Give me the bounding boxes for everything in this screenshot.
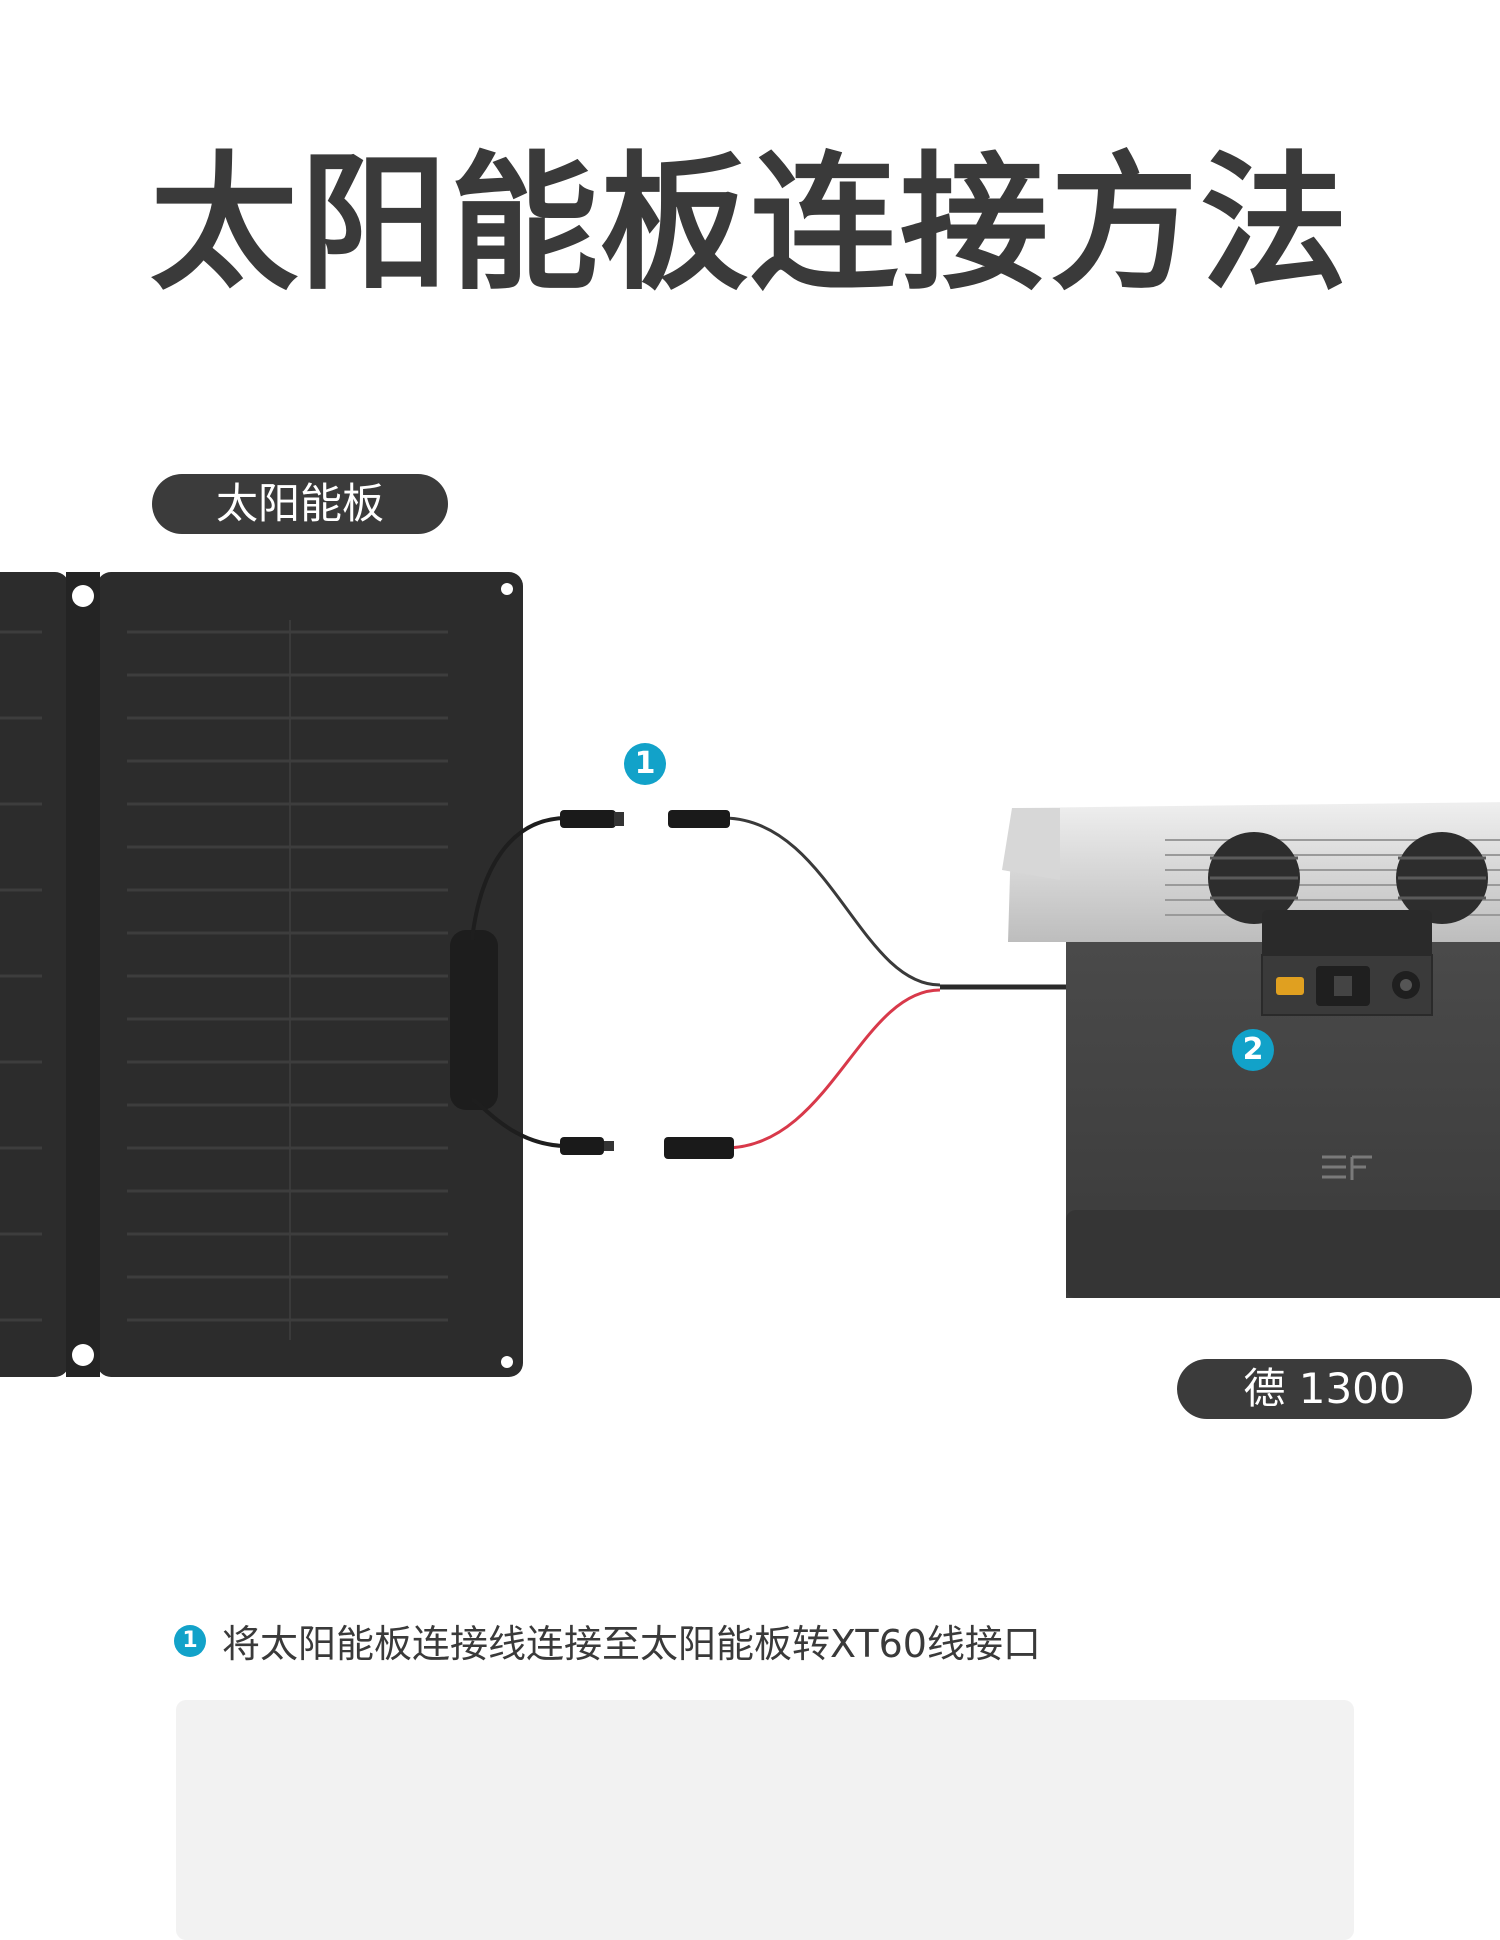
panel-cables (470, 816, 568, 1148)
step-number-badge: 1 (174, 1624, 206, 1657)
step-1-badge: 1 (624, 743, 666, 785)
connector-detail-photo (176, 1700, 1354, 1940)
step-2-badge: 2 (1232, 1029, 1274, 1071)
step-1-instruction: 1 将太阳能板连接线连接至太阳能板转XT60线接口 (174, 1613, 1041, 1668)
step-text: 将太阳能板连接线连接至太阳能板转XT60线接口 (222, 1622, 1041, 1666)
power-station-label: 德 1300 (1177, 1359, 1472, 1419)
panel-connectors (560, 810, 624, 1155)
solar-panel (0, 572, 523, 1377)
page-title: 太阳能板连接方法 (150, 138, 1350, 310)
solar-panel-label: 太阳能板 (152, 474, 448, 534)
power-station (1002, 802, 1500, 1298)
